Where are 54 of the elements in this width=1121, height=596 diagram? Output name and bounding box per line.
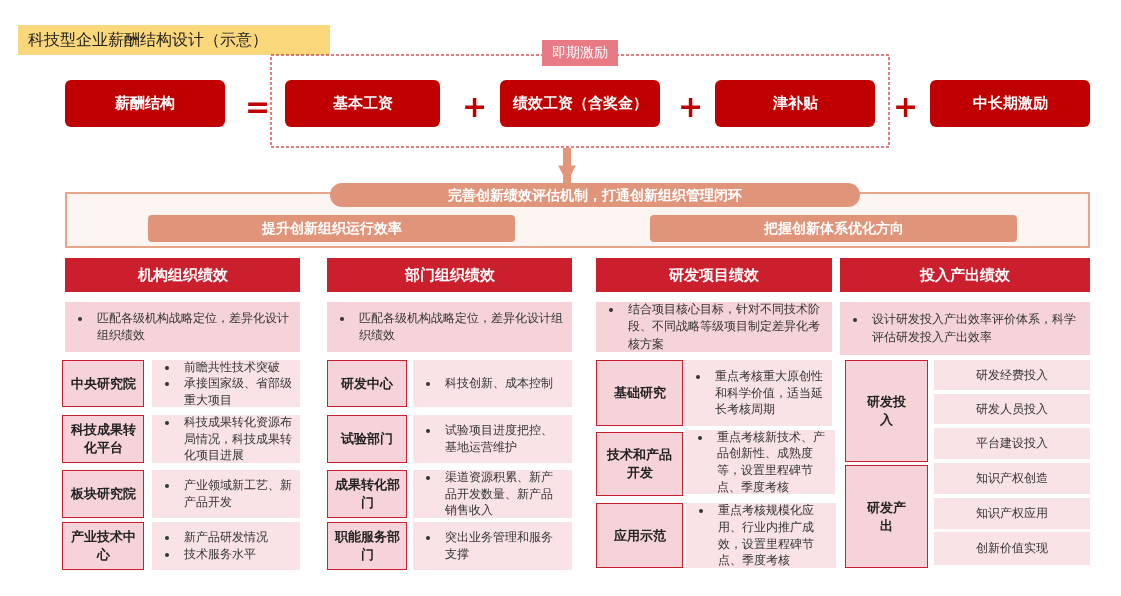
category-box: 应用示范 [596,503,683,568]
plus-sign: + [462,92,488,122]
bullet-list-box: 重点考核重大原创性和科学价值，适当延长考核周期 [683,360,832,426]
column-header: 机构组织绩效 [65,258,300,292]
bullet-list-box: 新产品研发情况 技术服务水平 [152,522,300,570]
framed-panel [65,183,1090,248]
salary-component-box: 津补贴 [715,80,875,127]
salary-component-box: 中长期激励 [930,80,1090,127]
item-box: 研发人员投入 [934,394,1090,424]
item-box: 研发经费投入 [934,360,1090,390]
category-box: 科技成果转化平台 [62,415,144,463]
item-box: 知识产权应用 [934,498,1090,529]
banner: 把握创新体系优化方向 [650,215,1017,242]
category-box: 成果转化部门 [327,470,407,518]
salary-component-box: 绩效工资（含奖金） [500,80,660,127]
salary-component-box: 基本工资 [285,80,440,127]
category-box: 基础研究 [596,360,683,426]
category-box: 研发投入 [845,360,928,462]
bullet-list-box: 试验项目进度把控、基地运营维护 [413,415,572,463]
description-box: 结合项目核心目标，针对不同技术阶段、不同战略等级项目制定差异化考核方案 [596,302,832,352]
column-header: 研发项目绩效 [596,258,832,292]
description-box: 设计研发投入产出效率评价体系，科学评估研发投入产出效率 [840,302,1090,355]
plus-sign: + [678,92,704,122]
category-box: 板块研究院 [62,470,144,518]
bullet-list-box: 重点考核新技术、产品创新性、成熟度等，设置里程碑节点、季度考核 [685,430,835,494]
bullet-list-box: 重点考核规模化应用、行业内推广成效，设置里程碑节点、季度考核 [686,503,836,568]
column-header: 部门组织绩效 [327,258,572,292]
plus-sign: + [893,92,919,122]
bullet-list-box: 科技创新、成本控制 [413,360,572,407]
group-heading: 即期激励 [542,40,618,66]
dashed-group-frame [270,40,890,148]
category-box: 产业技术中心 [62,522,144,570]
item-box: 知识产权创造 [934,463,1090,494]
category-box: 职能服务部门 [327,522,407,570]
column-header: 投入产出绩效 [840,258,1090,292]
category-box: 研发中心 [327,360,407,407]
item-box: 平台建设投入 [934,428,1090,459]
panel-heading: 完善创新绩效评估机制，打通创新组织管理闭环 [330,183,860,207]
bullet-list-box: 突出业务管理和服务支撑 [413,522,572,570]
bullet-list-box: 前瞻共性技术突破 承接国家级、省部级重大项目 [152,360,300,407]
bullet-list-box: 科技成果转化资源布局情况，科技成果转化项目进展 [152,415,300,463]
salary-component-box: 薪酬结构 [65,80,225,127]
item-box: 创新价值实现 [934,532,1090,565]
bullet-list-box: 渠道资源积累、新产品开发数量、新产品销售收入 [413,470,572,518]
description-box: 匹配各级机构战略定位，差异化设计组织绩效 [327,302,572,352]
category-box: 研发产出 [845,465,928,568]
category-box: 技术和产品开发 [596,432,683,496]
banner: 提升创新组织运行效率 [148,215,515,242]
title: 科技型企业薪酬结构设计（示意） [18,25,330,55]
category-box: 中央研究院 [62,360,144,407]
bullet-list-box: 产业领域新工艺、新产品开发 [152,470,300,518]
equals-sign: = [245,92,271,122]
category-box: 试验部门 [327,415,407,463]
description-box: 匹配各级机构战略定位，差异化设计组织绩效 [65,302,300,352]
